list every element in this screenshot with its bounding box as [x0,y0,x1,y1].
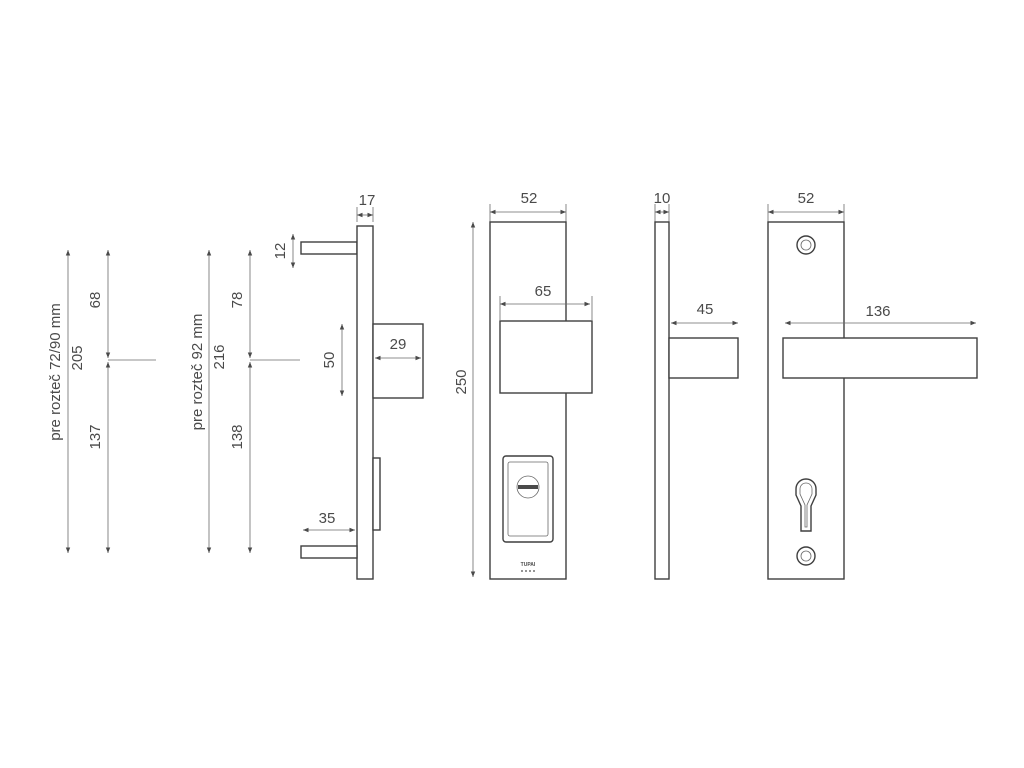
cylinder-guard-inner [507,461,549,537]
lever-plate-body-front [767,221,845,580]
upper-pin [300,241,358,255]
lever-front [782,337,978,379]
dimension-group-spacing-92: pre rozteč 92 mm 216 78 138 [189,250,300,553]
security-plate-side-view: 17 12 50 29 35 [272,192,424,580]
lever-plate-width-label: 52 [798,190,815,207]
plate-depth-label: 17 [359,192,376,209]
lever-side [668,337,739,379]
lower-pin [300,545,358,559]
lower-screw-hole-inner [800,550,812,562]
cylinder-keyhole-inner [799,482,813,528]
knob-depth-label: 29 [390,336,407,353]
lower-screw-hole [796,546,816,566]
lower-height-label: 138 [229,424,246,449]
dimension-group-spacing-72-90: pre rozteč 72/90 mm 205 68 137 [47,250,156,553]
knob-width-label: 65 [535,283,552,300]
pin-thickness-label: 12 [272,243,289,260]
knob-front [499,320,593,394]
knob-side [372,323,424,399]
spacing-label: pre rozteč 92 mm [189,314,206,431]
cylinder-guard-side [372,457,381,531]
brand-dots [521,570,535,572]
plate-height-label: 250 [453,369,470,394]
security-plate-front-view: 52 250 65 TUPAI [453,190,593,580]
spacing-label: pre rozteč 72/90 mm [47,303,64,441]
cylinder-cover-disc [516,475,540,499]
upper-screw-hole [796,235,816,255]
lever-plate-front-view: 52 136 [767,190,978,580]
total-height-label: 216 [211,344,228,369]
upper-screw-hole-inner [800,239,812,251]
lower-height-label: 137 [87,424,104,449]
total-height-label: 205 [69,345,86,370]
lever-plate-thickness-label: 10 [654,190,671,207]
front-width-label: 52 [521,190,538,207]
lever-plate-body-side [654,221,670,580]
plate-body-side [356,225,374,580]
cylinder-keyhole [795,478,817,532]
upper-height-label: 68 [87,292,104,309]
knob-height-label: 50 [321,352,338,369]
upper-height-label: 78 [229,292,246,309]
lever-length-label: 136 [865,303,890,320]
cylinder-guard-front [502,455,554,543]
lever-plate-side-view: 10 45 [654,190,739,580]
pin-length-label: 35 [319,510,336,527]
key-slot [518,485,538,489]
lever-projection-label: 45 [697,301,714,318]
brand-logo: TUPAI [521,562,536,568]
